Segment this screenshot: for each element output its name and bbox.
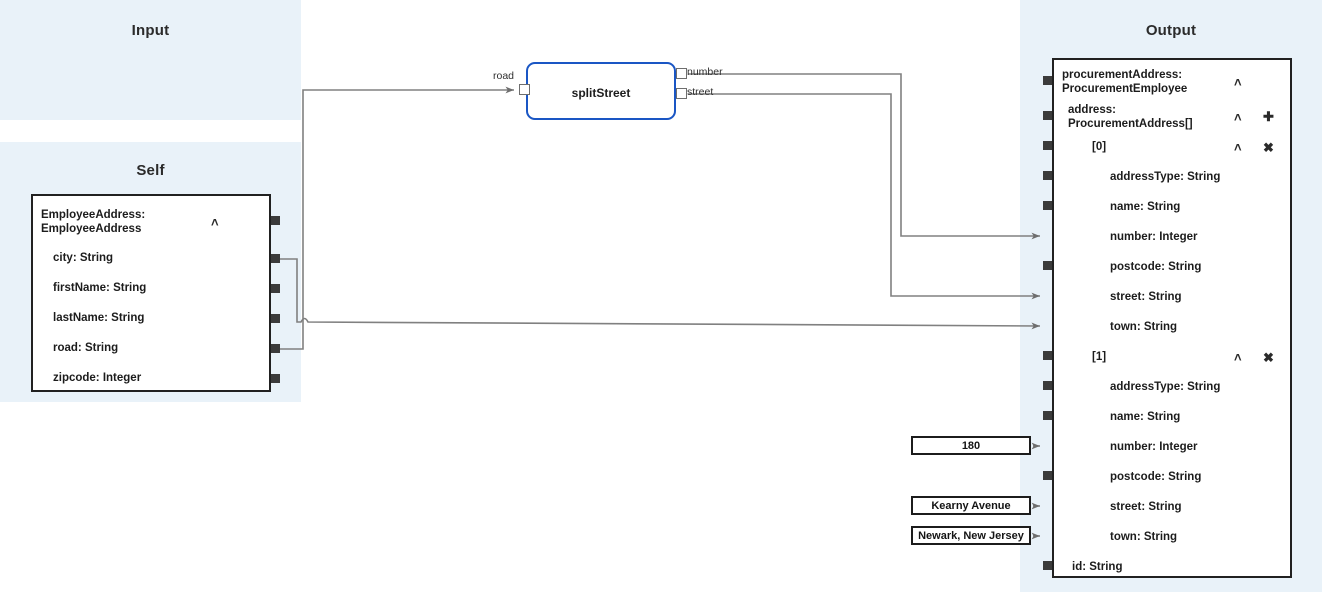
output-row-1-number[interactable]: number: Integer bbox=[1110, 441, 1198, 453]
output-port-1-addresstype[interactable] bbox=[1043, 381, 1052, 390]
self-field-city[interactable]: city: String bbox=[53, 252, 114, 264]
plus-icon[interactable]: ✚ bbox=[1263, 109, 1274, 124]
chevron-up-icon[interactable]: ˄ bbox=[211, 215, 219, 230]
splitstreet-outport-number[interactable] bbox=[676, 68, 687, 79]
output-row-1-name[interactable]: name: String bbox=[1110, 411, 1181, 423]
wire-city-to-town bbox=[280, 258, 1041, 330]
output-row-0-name[interactable]: name: String bbox=[1110, 201, 1181, 213]
self-port-road[interactable] bbox=[271, 344, 280, 353]
self-field-lastname[interactable]: lastName: String bbox=[53, 312, 145, 324]
output-row-procurementaddress: procurementAddress: ProcurementEmployee bbox=[1062, 69, 1188, 95]
output-row-1-addresstype[interactable]: addressType: String bbox=[1110, 381, 1221, 393]
splitstreet-node[interactable]: splitStreet bbox=[526, 62, 676, 120]
self-field-firstname[interactable]: firstName: String bbox=[53, 282, 147, 294]
wire-number-to-number bbox=[688, 73, 1040, 240]
output-row-0-town[interactable]: town: String bbox=[1110, 321, 1178, 333]
wire-street-to-street bbox=[688, 93, 1040, 300]
self-port-firstname[interactable] bbox=[271, 284, 280, 293]
output-port-procurementaddress[interactable] bbox=[1043, 76, 1052, 85]
self-port-lastname[interactable] bbox=[271, 314, 280, 323]
chevron-up-icon[interactable]: ˄ bbox=[1234, 75, 1242, 90]
input-panel-title: Input bbox=[131, 22, 170, 39]
chevron-up-icon[interactable]: ˄ bbox=[1234, 110, 1242, 125]
splitstreet-outport-number-label: number bbox=[687, 66, 723, 78]
splitstreet-outport-street[interactable] bbox=[676, 88, 687, 99]
output-port-item-1[interactable] bbox=[1043, 351, 1052, 360]
self-port-header[interactable] bbox=[271, 216, 280, 225]
output-port-item-0[interactable] bbox=[1043, 141, 1052, 150]
close-icon[interactable]: ✖ bbox=[1263, 350, 1274, 365]
output-port-1-postcode[interactable] bbox=[1043, 471, 1052, 480]
constant-value-box[interactable]: Newark, New Jersey bbox=[911, 526, 1031, 545]
constant-value-box[interactable]: 180 bbox=[911, 436, 1031, 455]
output-row-1-town[interactable]: town: String bbox=[1110, 531, 1178, 543]
output-port-0-name[interactable] bbox=[1043, 201, 1052, 210]
output-port-address[interactable] bbox=[1043, 111, 1052, 120]
self-port-zipcode[interactable] bbox=[271, 374, 280, 383]
output-node-procurementemployee[interactable]: procurementAddress: ProcurementEmployee … bbox=[1052, 58, 1292, 578]
output-port-0-addresstype[interactable] bbox=[1043, 171, 1052, 180]
output-port-1-name[interactable] bbox=[1043, 411, 1052, 420]
input-panel: Input bbox=[0, 0, 301, 120]
self-card-header: EmployeeAddress: EmployeeAddress bbox=[41, 209, 146, 235]
self-field-road[interactable]: road: String bbox=[53, 342, 119, 354]
splitstreet-inport-road[interactable] bbox=[519, 84, 530, 95]
self-port-city[interactable] bbox=[271, 254, 280, 263]
output-port-0-postcode[interactable] bbox=[1043, 261, 1052, 270]
output-row-0-street[interactable]: street: String bbox=[1110, 291, 1182, 303]
splitstreet-inport-road-label: road bbox=[493, 70, 515, 82]
splitstreet-outport-street-label: street bbox=[687, 86, 714, 98]
self-field-zipcode[interactable]: zipcode: Integer bbox=[53, 372, 142, 384]
wire-road-to-splitstreet bbox=[280, 86, 514, 350]
splitstreet-title: splitStreet bbox=[571, 86, 631, 100]
output-panel-title: Output bbox=[1145, 22, 1197, 39]
output-row-item-0: [0] bbox=[1092, 141, 1107, 153]
constant-value-box[interactable]: Kearny Avenue bbox=[911, 496, 1031, 515]
output-row-0-addresstype[interactable]: addressType: String bbox=[1110, 171, 1221, 183]
self-node-employeeaddress[interactable]: EmployeeAddress: EmployeeAddress ˄ city:… bbox=[31, 194, 271, 392]
output-row-0-number[interactable]: number: Integer bbox=[1110, 231, 1198, 243]
chevron-up-icon[interactable]: ˄ bbox=[1234, 140, 1242, 155]
output-row-1-postcode[interactable]: postcode: String bbox=[1110, 471, 1202, 483]
self-panel-title: Self bbox=[136, 162, 165, 179]
output-row-1-street[interactable]: street: String bbox=[1110, 501, 1182, 513]
chevron-up-icon[interactable]: ˄ bbox=[1234, 350, 1242, 365]
close-icon[interactable]: ✖ bbox=[1263, 140, 1274, 155]
output-row-item-1: [1] bbox=[1092, 351, 1107, 363]
output-port-id[interactable] bbox=[1043, 561, 1052, 570]
output-row-0-postcode[interactable]: postcode: String bbox=[1110, 261, 1202, 273]
output-row-id[interactable]: id: String bbox=[1072, 561, 1123, 573]
output-row-address: address: ProcurementAddress[] bbox=[1068, 104, 1193, 130]
